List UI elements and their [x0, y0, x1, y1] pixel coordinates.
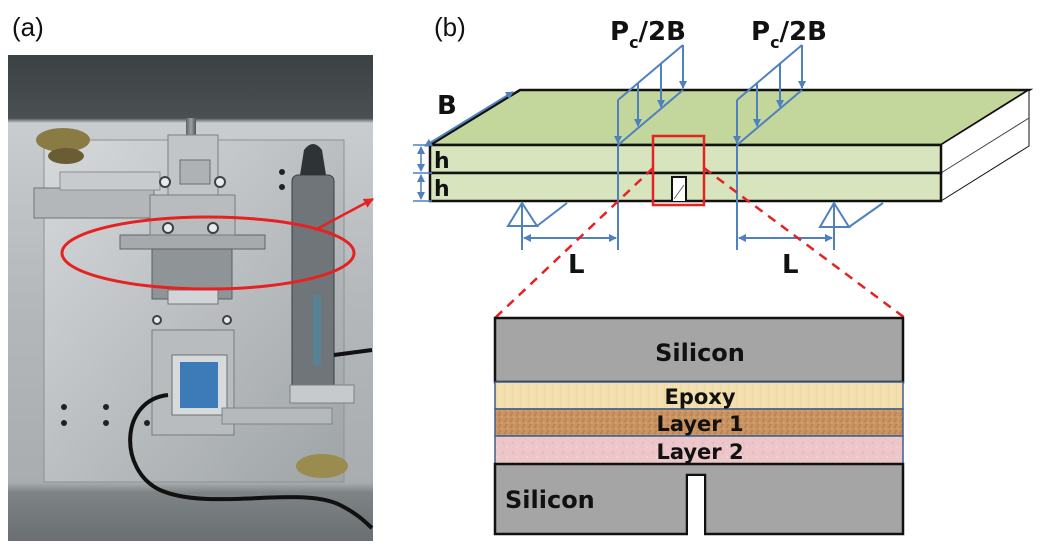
sensor-scale: [313, 295, 321, 365]
load-cell-label: [180, 362, 218, 408]
highlight-ellipse: [60, 215, 356, 291]
span-label-right: L: [782, 250, 799, 280]
label-silicon-bottom: Silicon: [505, 486, 595, 514]
thickness-label-lower: h: [434, 177, 450, 202]
zoom-line-left: [494, 167, 654, 319]
beam-notch: [671, 176, 687, 201]
panel-b-label: (b): [434, 12, 466, 42]
support-right: [818, 201, 884, 250]
lower-grip: [167, 289, 219, 305]
sensor-tip: [300, 144, 326, 175]
zoom-line-right: [703, 166, 906, 320]
load-label-right: Pc/2B: [751, 17, 827, 52]
mounting-holes: [61, 169, 285, 426]
load-cell-cable: [128, 393, 374, 530]
sensor-cable: [333, 348, 373, 357]
label-layer-2: Layer 2: [656, 440, 743, 464]
panel-a-label: (a): [12, 12, 44, 42]
detail-box: [651, 134, 706, 207]
left-bracket-top: [59, 171, 161, 191]
beam-top-face: [425, 88, 1034, 147]
thickness-dimensions: [413, 144, 432, 202]
side-face-interface: [940, 117, 1030, 174]
knob-bottom-right: [296, 454, 348, 478]
left-bracket: [33, 187, 155, 219]
support-left: [506, 201, 568, 250]
label-layer-1: Layer 1: [656, 412, 743, 436]
load-label-left: Pc/2B: [610, 17, 686, 52]
substrate-notch: [688, 476, 704, 536]
knob-top-left: [36, 128, 90, 152]
load-distribution-left: [614, 44, 687, 250]
layer-epoxy: [494, 381, 904, 410]
beam-upper-layer: [428, 143, 943, 175]
layer-silicon-bottom: [493, 462, 905, 536]
knob-stem: [48, 148, 84, 164]
sensor-clamp: [289, 384, 355, 404]
label-epoxy: Epoxy: [664, 385, 735, 409]
width-label: B: [437, 91, 457, 121]
beam-schematic: B h h Pc/2B: [413, 17, 1034, 320]
label-silicon-top: Silicon: [655, 339, 745, 367]
thickness-label-upper: h: [434, 149, 450, 174]
crosshead-bar: [119, 234, 266, 250]
nut-block: [179, 159, 211, 185]
cross-section-detail: Silicon Epoxy Layer 1 Layer 2 Silicon: [493, 316, 905, 536]
notch-crack: [673, 184, 685, 200]
width-dimension-arrow: [424, 91, 514, 147]
span-label-left: L: [568, 250, 585, 280]
layer-1: [494, 408, 904, 437]
lower-rail: [221, 407, 333, 425]
test-fixture-photo: [8, 55, 374, 541]
pointer-arrow: [314, 197, 374, 232]
load-distribution-right: [733, 44, 806, 250]
layer-silicon-top: [493, 316, 905, 384]
